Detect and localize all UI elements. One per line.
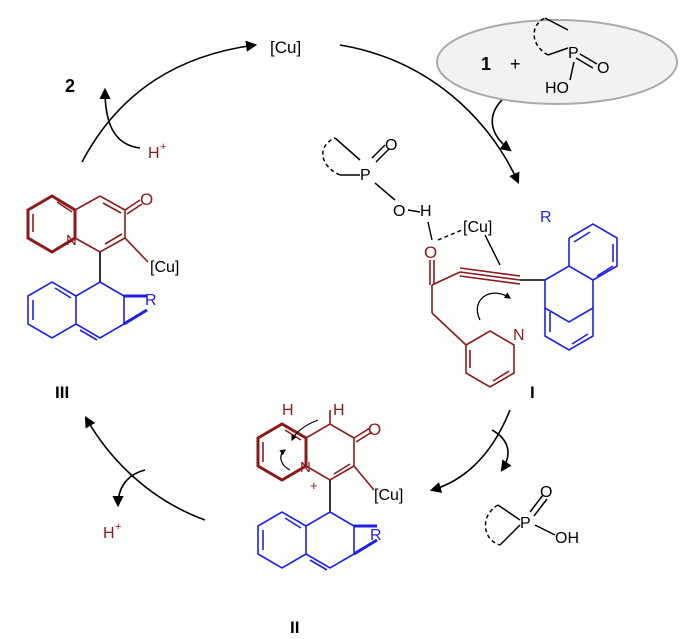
product-2-label: 2	[65, 76, 75, 96]
oh-byproduct: OH	[555, 530, 579, 547]
cu-II: [Cu]	[374, 487, 403, 504]
arrow-III-to-Cu	[81, 40, 258, 163]
p-atom-reagent: P	[568, 45, 579, 62]
compound-1-label: 1	[481, 54, 491, 74]
svg-text:+: +	[115, 521, 121, 533]
r-III: R	[145, 292, 157, 309]
label-III: III	[55, 383, 69, 402]
n-II: N	[300, 459, 311, 476]
arrow-I-to-II	[429, 409, 511, 493]
oh-o-acid-I: O	[393, 203, 405, 220]
h-plus-bottom: H +	[103, 521, 121, 542]
oh-h-acid-I: H	[420, 203, 432, 220]
o-II: O	[368, 420, 381, 439]
cu-I: [Cu]	[463, 219, 492, 236]
cu-III: [Cu]	[150, 259, 179, 276]
cu-catalyst-label: [Cu]	[270, 38, 301, 57]
arrow-acid-out	[491, 429, 512, 472]
arrow-Cu-to-I	[339, 44, 520, 185]
svg-text:+: +	[160, 141, 166, 153]
ho-group-reagent: HO	[545, 80, 569, 97]
intermediate-I-structure: P O O H [Cu] O N	[322, 137, 618, 402]
intermediate-III-structure: O N [Cu] R III	[26, 190, 179, 402]
r-I: R	[540, 209, 552, 226]
o-III: O	[140, 190, 153, 209]
o-I: O	[424, 243, 437, 262]
label-I: I	[530, 383, 535, 402]
acid-byproduct-structure: P O OH	[484, 484, 579, 547]
intermediate-II-structure: H H O N + [Cu] R II	[256, 402, 403, 637]
svg-text:H: H	[103, 525, 115, 542]
cycle-arrows	[81, 40, 520, 521]
h-right-II: H	[333, 402, 345, 419]
plus-sign: +	[510, 54, 521, 74]
n-III: N	[66, 232, 77, 249]
arrow-reagent-in	[491, 96, 512, 152]
o-acid-I: O	[385, 137, 397, 154]
p-byproduct: P	[520, 515, 531, 532]
arrow-2-out	[99, 87, 141, 149]
r-II: R	[370, 527, 382, 544]
h-plus-top: H +	[148, 141, 166, 162]
svg-text:H: H	[148, 145, 160, 162]
p-acid-I: P	[360, 167, 371, 184]
h-left-II: H	[282, 402, 294, 419]
arrow-h-plus-bottom	[112, 469, 146, 508]
o-byproduct: O	[540, 484, 552, 501]
n-plus-II: +	[310, 478, 318, 493]
n-I: N	[513, 327, 525, 344]
o-atom-reagent: O	[597, 60, 609, 77]
label-II: II	[290, 618, 299, 637]
reagent-ellipse: 1 + P O HO	[436, 17, 678, 105]
arrow-II-to-III	[84, 416, 206, 521]
